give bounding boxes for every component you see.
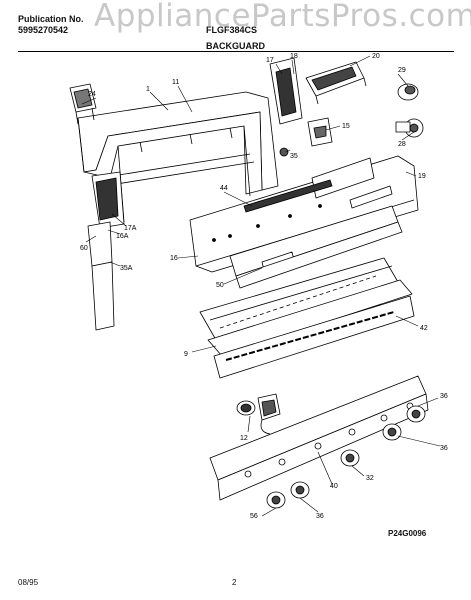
callout-36-upper: 36 — [440, 393, 448, 400]
thermostat — [236, 393, 281, 435]
publication-number: 5995270542 — [18, 25, 69, 35]
callout-60: 60 — [80, 245, 88, 252]
callout-44: 44 — [220, 185, 228, 192]
callout-42: 42 — [420, 325, 428, 332]
rocker-switch — [69, 83, 97, 125]
callout-19: 19 — [418, 173, 426, 180]
screw — [279, 147, 289, 157]
header-rule — [18, 51, 454, 52]
callout-labels: 1 11 24 17 18 20 29 15 35 28 19 44 16 17… — [80, 53, 448, 520]
clock-timer-module — [305, 61, 367, 105]
callout-24: 24 — [88, 91, 96, 98]
callout-36-mid: 36 — [440, 445, 448, 452]
callout-50: 50 — [216, 282, 224, 289]
control-panel — [189, 155, 419, 273]
knob-panel — [209, 375, 429, 501]
callout-11: 11 — [172, 79, 179, 86]
end-bracket-left — [87, 171, 125, 331]
callout-1: 1 — [146, 86, 150, 93]
callout-32: 32 — [366, 475, 374, 482]
callout-29: 29 — [398, 67, 406, 74]
callout-35a: 35A — [120, 265, 133, 272]
callout-18: 18 — [290, 53, 298, 60]
publication-label: Publication No. — [18, 14, 84, 24]
knob-insert — [395, 118, 424, 138]
callout-20: 20 — [372, 53, 380, 60]
panel-trim — [229, 205, 403, 289]
callout-40: 40 — [330, 483, 338, 490]
callout-12: 12 — [240, 435, 248, 442]
backguard-frame — [77, 91, 279, 223]
control-knob — [266, 405, 426, 509]
manifold-panel — [207, 279, 415, 379]
callout-17: 17 — [266, 57, 274, 64]
callout-35: 35 — [290, 153, 298, 160]
figure-code: P24G0096 — [388, 529, 427, 538]
callout-16a: 16A — [116, 233, 129, 240]
callout-9: 9 — [184, 351, 188, 358]
callout-56: 56 — [250, 513, 258, 520]
footer-date: 08/95 — [18, 578, 39, 587]
callout-leaders — [81, 55, 441, 517]
knob-small — [397, 83, 419, 101]
end-bracket-right — [269, 57, 303, 125]
model-number: FLGF384CS — [206, 25, 258, 35]
callout-36-lower: 36 — [316, 513, 324, 520]
switch-actuator — [307, 117, 333, 147]
callout-15: 15 — [342, 123, 350, 130]
callout-16: 16 — [170, 255, 178, 262]
watermark-text: AppliancePartsPros.com — [94, 0, 471, 34]
footer-page-number: 2 — [232, 578, 237, 587]
callout-17a: 17A — [124, 225, 137, 232]
section-title: BACKGUARD — [206, 41, 265, 51]
callout-28: 28 — [398, 141, 406, 148]
